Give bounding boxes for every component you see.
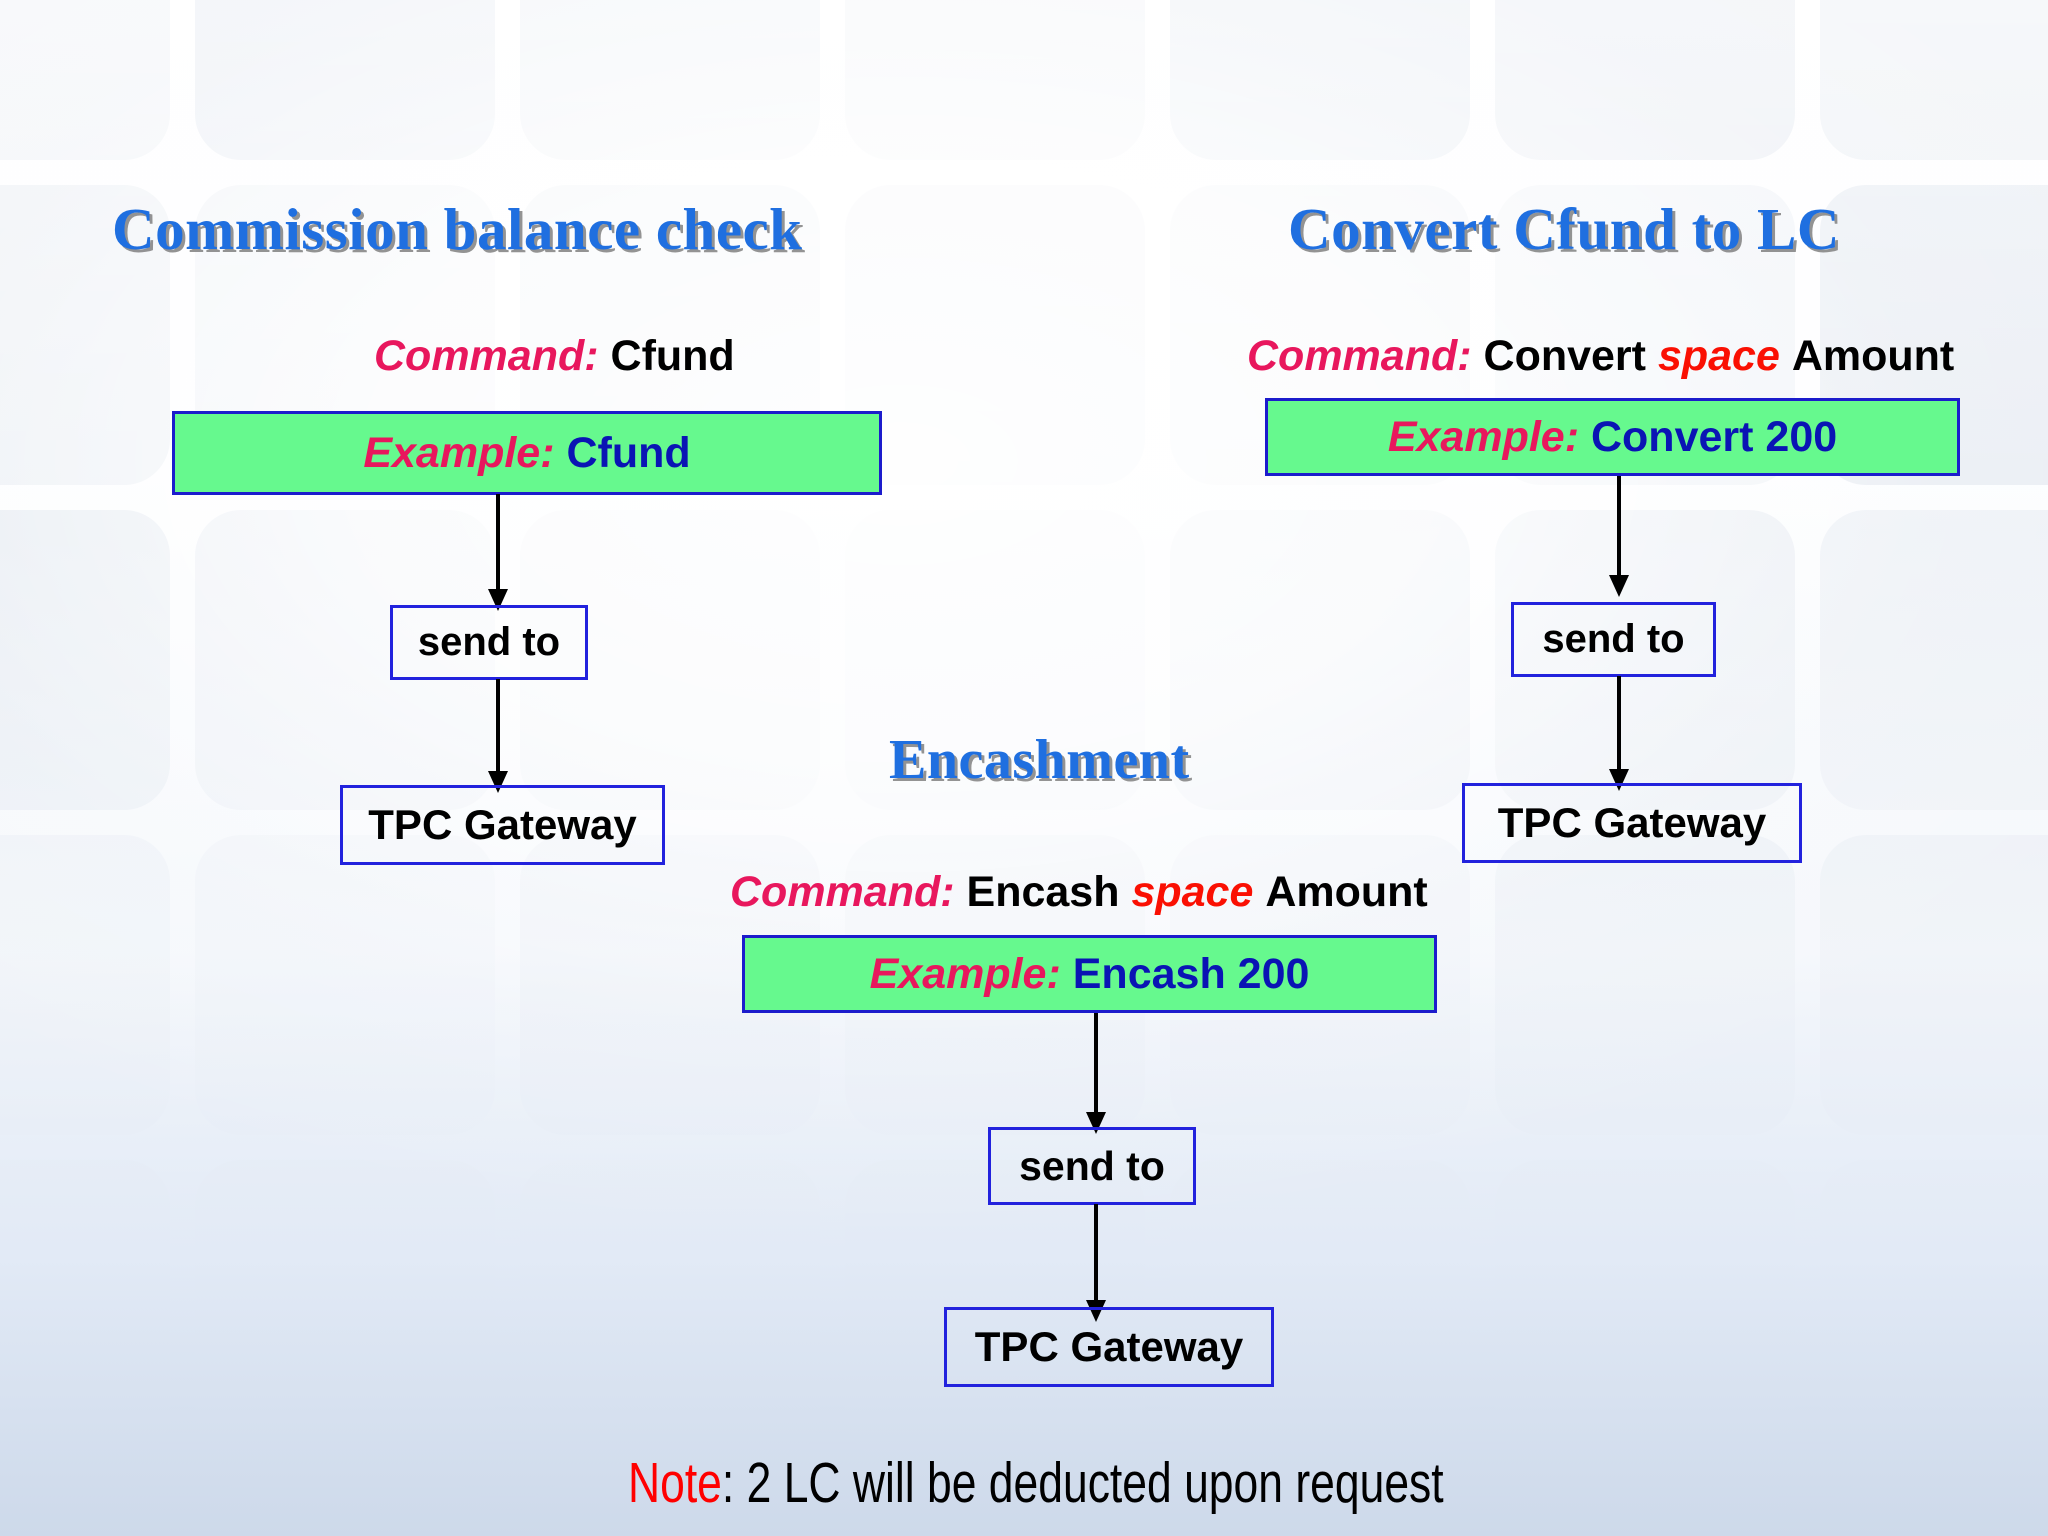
command-space-token: space [1131, 868, 1254, 916]
node-tpc-gateway-3[interactable]: TPC Gateway [944, 1307, 1274, 1387]
example-value: Encash 200 [1072, 949, 1310, 998]
node-send-to-2[interactable]: send to [1511, 602, 1716, 677]
section-title-convert-cfund-to-lc: Convert Cfund to LC [1288, 196, 1840, 262]
example-value: Convert 200 [1590, 412, 1838, 461]
command-line-commission-balance-check: Command: Cfund [374, 332, 735, 381]
example-box-commission-balance-check[interactable]: Example: Cfund [172, 411, 882, 495]
command-suffix: Amount [1791, 332, 1955, 380]
command-line-convert-cfund-to-lc: Command: Convert space Amount [1247, 332, 1954, 381]
command-suffix: Amount [1265, 868, 1428, 916]
example-box-encashment[interactable]: Example: Encash 200 [742, 935, 1437, 1013]
node-send-to-3[interactable]: send to [988, 1127, 1196, 1205]
footer-note: Note: 2 LC will be deducted upon request [628, 1450, 1444, 1516]
section-title-commission-balance-check: Commission balance check [112, 196, 803, 262]
note-prefix: Note [628, 1451, 722, 1515]
arrow-sendto-to-gateway-3 [1086, 1204, 1106, 1322]
example-value: Cfund [566, 428, 691, 477]
example-label: Example: [869, 949, 1061, 998]
command-line-encashment: Command: Encash space Amount [730, 868, 1428, 917]
node-tpc-gateway-1[interactable]: TPC Gateway [340, 785, 665, 865]
arrow-sendto-to-gateway-2 [1609, 676, 1629, 791]
arrow-example-to-sendto-1 [488, 494, 508, 611]
command-text: Convert [1483, 332, 1646, 380]
arrow-example-to-sendto-3 [1086, 1013, 1106, 1134]
arrow-example-to-sendto-2 [1609, 476, 1629, 597]
node-send-to-1[interactable]: send to [390, 605, 588, 680]
command-label: Command: [374, 332, 599, 380]
example-label: Example: [363, 428, 555, 477]
command-label: Command: [1247, 332, 1472, 380]
command-text: Cfund [610, 332, 735, 380]
example-box-convert-cfund-to-lc[interactable]: Example: Convert 200 [1265, 398, 1960, 476]
section-title-encashment: Encashment [889, 729, 1190, 791]
command-space-token: space [1657, 332, 1780, 380]
example-label: Example: [1387, 412, 1580, 461]
command-label: Command: [730, 868, 955, 916]
node-tpc-gateway-2[interactable]: TPC Gateway [1462, 783, 1802, 863]
command-text: Encash [966, 868, 1120, 916]
arrow-sendto-to-gateway-1 [488, 679, 508, 793]
note-text: : 2 LC will be deducted upon request [721, 1451, 1444, 1515]
